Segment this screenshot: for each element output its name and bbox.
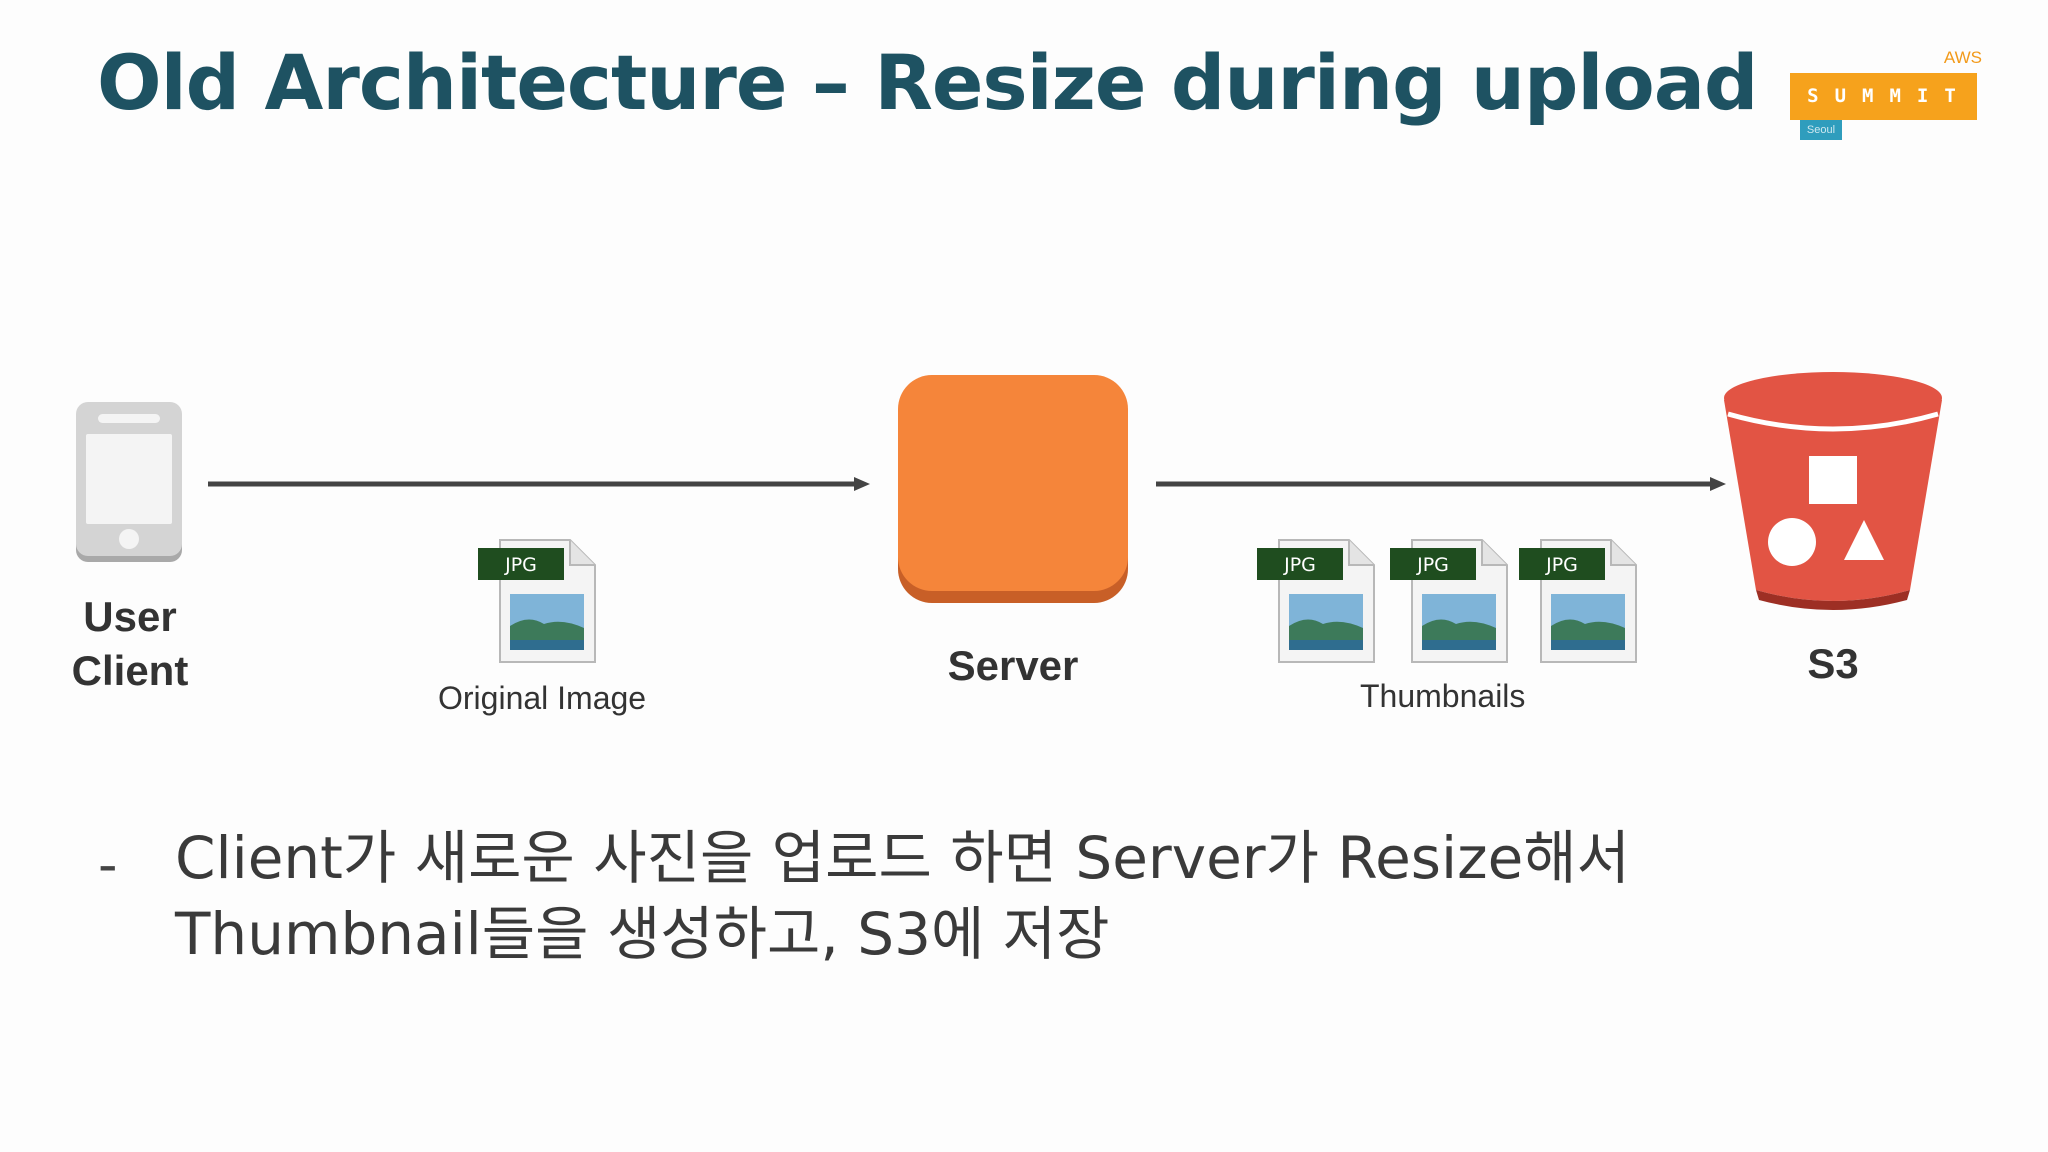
logo-summit-text: SUMMIT xyxy=(1807,85,1972,107)
logo-event-tag: Seoul xyxy=(1800,120,1842,140)
arrow-client-to-server xyxy=(208,477,870,491)
jpg-badge-text: JPG xyxy=(1416,554,1449,576)
bullet-line-1: Client가 새로운 사진을 업로드 하면 Server가 Resize해서 xyxy=(175,824,1630,892)
slide-title: Old Architecture – Resize during upload xyxy=(97,38,1758,127)
logo-aws-text: AWS xyxy=(1943,48,1982,67)
client-label: User Client xyxy=(50,590,210,698)
s3-label: S3 xyxy=(1807,640,1859,687)
jpg-badge-text: JPG xyxy=(1545,554,1578,576)
s3-bucket-icon xyxy=(1724,372,1942,610)
original-image-caption: Original Image xyxy=(438,680,647,716)
bullet-line-2: Thumbnail들을 생성하고, S3에 저장 xyxy=(175,900,1110,968)
jpg-file-icon: JPG xyxy=(1257,539,1375,663)
mobile-phone-icon xyxy=(76,402,182,562)
server-label: Server xyxy=(947,642,1079,689)
arrow-server-to-s3 xyxy=(1156,477,1726,491)
thumbnails-caption: Thumbnails xyxy=(1360,678,1526,714)
jpg-file-icon: JPG xyxy=(478,539,596,663)
client-label-line2: Client xyxy=(71,647,189,694)
client-label-line1: User xyxy=(83,593,177,640)
server-box xyxy=(898,375,1128,603)
jpg-badge-text: JPG xyxy=(1283,554,1316,576)
aws-summit-logo: AWS SUMMIT Seoul xyxy=(1790,48,1990,148)
bullet-marker: - xyxy=(98,833,118,896)
jpg-badge-text: JPG xyxy=(504,554,537,576)
jpg-file-icon: JPG xyxy=(1390,539,1508,663)
jpg-file-icon: JPG xyxy=(1519,539,1637,663)
bullet-text: Client가 새로운 사진을 업로드 하면 Server가 Resize해서 … xyxy=(175,820,1895,972)
logo-summit-bar: SUMMIT xyxy=(1790,73,1977,120)
